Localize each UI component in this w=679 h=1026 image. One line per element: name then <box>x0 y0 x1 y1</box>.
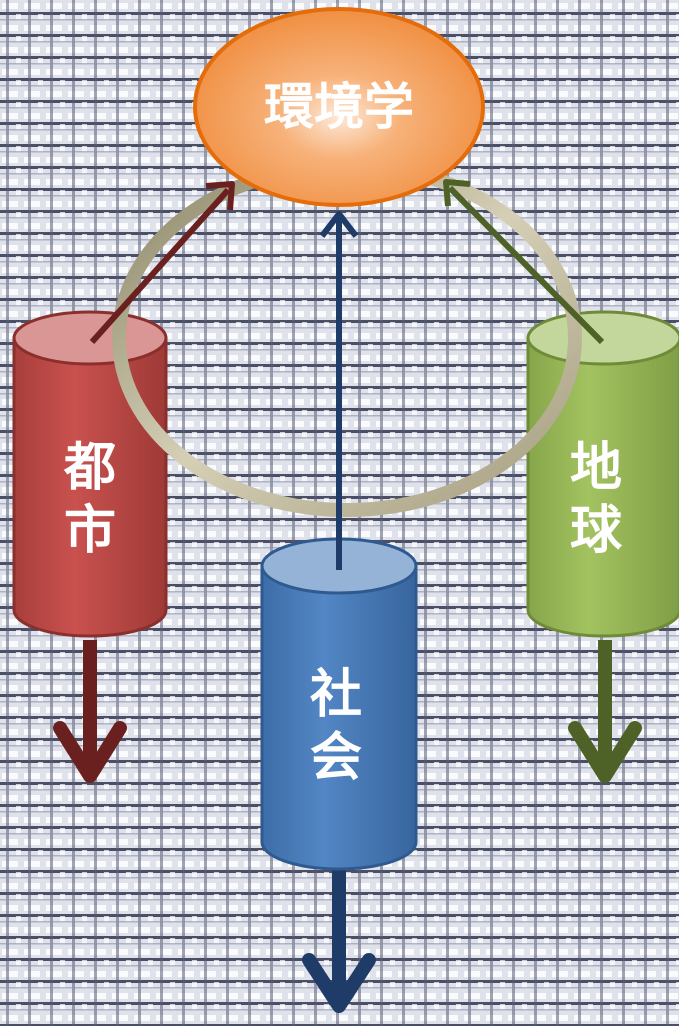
society-label-char-1: 社 <box>310 665 362 725</box>
city-cylinder-top <box>12 310 168 366</box>
earth-to-center-arrow <box>443 179 605 345</box>
society-to-center-arrow <box>319 211 359 570</box>
city-down-arrow-head <box>53 721 127 783</box>
city-label-char-2: 市 <box>64 501 116 561</box>
pillar-earth: 地 球 <box>526 310 679 783</box>
pillar-society: 社 会 <box>260 537 418 1013</box>
society-cylinder-body <box>260 564 418 871</box>
earth-cylinder-body <box>526 336 679 638</box>
center-node-environmental-studies: 環境学 <box>193 7 485 207</box>
center-node-label: 環境学 <box>264 78 414 136</box>
center-node-shape <box>193 7 485 207</box>
city-cylinder-body <box>12 336 168 638</box>
earth-cylinder-top <box>526 310 679 366</box>
city-to-center-arrow <box>89 181 235 345</box>
society-label-char-2: 会 <box>310 728 362 788</box>
earth-label-char-2: 球 <box>570 501 623 561</box>
society-down-arrow-head <box>302 953 376 1013</box>
earth-label-char-1: 地 <box>570 438 622 498</box>
city-label-char-1: 都 <box>63 438 116 498</box>
earth-down-arrow-head <box>568 721 642 783</box>
pillar-city: 都 市 <box>12 310 168 783</box>
